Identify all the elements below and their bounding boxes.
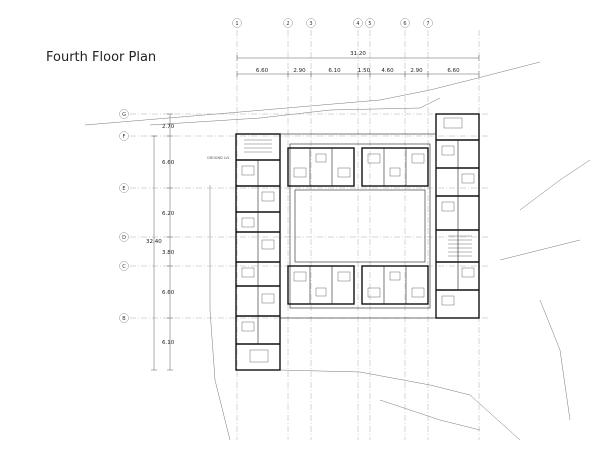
- axis-label-6: 6: [403, 21, 406, 27]
- axis-label-4: 4: [356, 21, 359, 27]
- axis-label-d: D: [122, 235, 126, 241]
- dimension-3-4: 6.10: [328, 68, 341, 74]
- dimension-b-end: 6.10: [162, 340, 175, 346]
- axis-label-b: B: [122, 316, 126, 322]
- west-wing-rooms: [236, 139, 280, 363]
- level-note: GROUND LVL: [207, 156, 230, 160]
- axis-label-1: 1: [235, 21, 238, 27]
- column-axis-labels: 1 2 3 4 5 6 7: [232, 18, 433, 28]
- axis-label-e: E: [122, 186, 125, 192]
- axis-label-2: 2: [286, 21, 289, 27]
- axis-label-5: 5: [368, 21, 371, 27]
- plan-title: Fourth Floor Plan: [46, 50, 156, 65]
- dimension-c-b: 6.60: [162, 290, 175, 296]
- axis-label-7: 7: [426, 21, 429, 27]
- dimension-5-6: 4.60: [381, 68, 394, 74]
- overall-dimension: 31.20: [350, 51, 366, 57]
- row-axis-labels: G F E D C B: [119, 109, 129, 323]
- dimension-4-5: 1.50: [358, 68, 371, 74]
- dimension-d-c: 3.80: [162, 250, 175, 256]
- top-dimension-chain: 31.20 6.60 2.90 6.10 1.50 4.60 2.90 6.60: [236, 51, 480, 77]
- dimension-e-d: 6.20: [162, 211, 175, 217]
- left-dimension-chain: 32.40 2.70 6.60 6.20 3.80 6.60 6.10: [146, 113, 175, 371]
- dimension-7-end: 6.60: [447, 68, 460, 74]
- dimension-6-7: 2.90: [410, 68, 423, 74]
- central-rooms: [293, 148, 425, 304]
- building-outline: [235, 113, 480, 371]
- dimension-1-2: 6.60: [256, 68, 269, 74]
- east-wing-rooms: [436, 117, 479, 306]
- dimension-2-3: 2.90: [293, 68, 306, 74]
- axis-label-f: F: [123, 134, 126, 140]
- axis-label-g: G: [122, 112, 126, 118]
- site-lines: [84, 61, 591, 441]
- axis-label-3: 3: [309, 21, 312, 27]
- axis-label-c: C: [122, 264, 126, 270]
- dimension-g-f: 2.70: [162, 124, 175, 130]
- overall-vertical-dimension: 32.40: [146, 239, 162, 245]
- dimension-f-e: 6.60: [162, 160, 175, 166]
- column-grid-axes: [236, 30, 480, 440]
